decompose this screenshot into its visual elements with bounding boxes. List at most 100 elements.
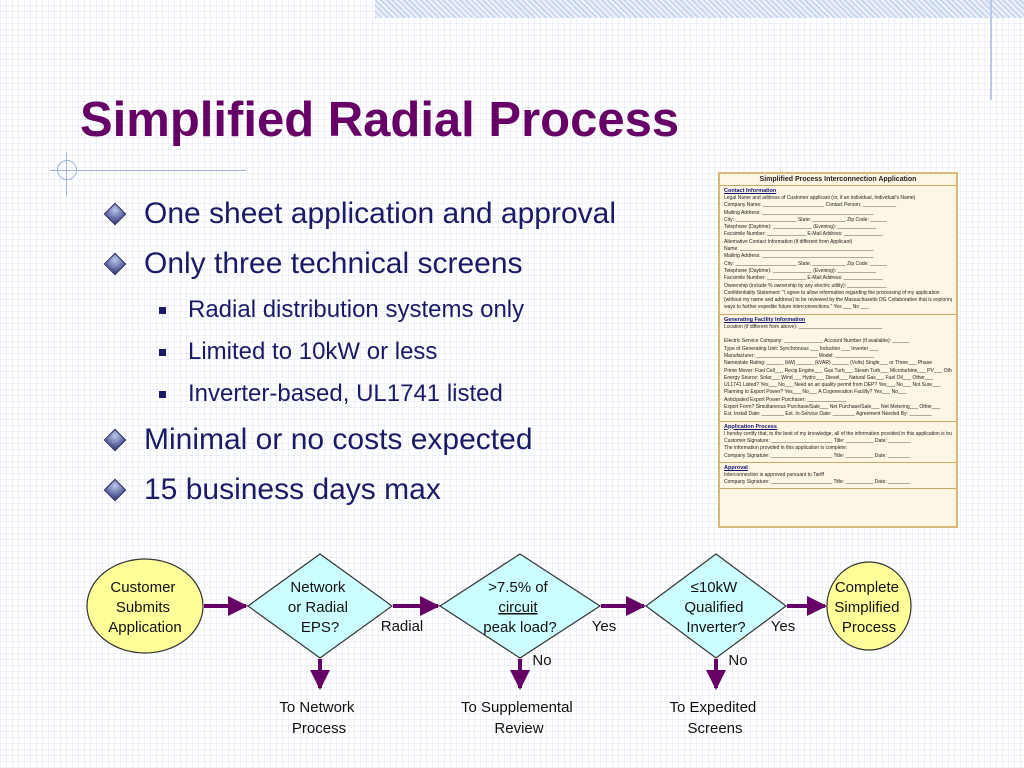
sub-bullet-text: Radial distribution systems only [188,296,525,323]
square-bullet-icon [159,349,166,356]
decision2-line: circuit [498,599,538,616]
start-label-line: Submits [116,599,170,616]
bullet-item: One sheet application and approval [103,196,694,246]
outcome-supplemental-review: To Supplemental Review [461,699,577,737]
form-row: Planning to Export Power? Yes___ No___ A… [724,389,907,396]
bullet-text: 15 business days max [144,473,441,506]
form-section-heading: Generating Facility Information [724,316,806,323]
sub-bullet-item: Limited to 10kW or less [104,338,694,380]
decision2-line: peak load? [483,619,556,636]
decision1-label: Network or Radial EPS? [288,579,352,636]
form-row: Alternative Contact Information (if diff… [724,238,853,245]
form-section-heading: Contact Information [724,188,777,194]
slide-title: Simplified Radial Process [80,93,680,147]
diamond-bullet-icon [103,202,127,226]
form-row: Ownership (include % ownership by any el… [724,282,887,289]
form-row: Legal Name and address of Customer appli… [724,195,916,201]
form-row: Facsimile Number: ______________ E-Mail … [724,231,883,238]
form-row: ways to further expedite future intercon… [724,304,869,311]
form-row: I hereby certify that, to the best of my… [724,430,952,437]
edge-label-radial: Radial [381,618,424,635]
decision1-line: or Radial [288,599,348,616]
decorative-vertical-line [990,0,992,100]
bullet-item: 15 business days max [103,472,694,522]
form-row: Electric Service Company: ______________… [724,338,910,345]
form-row: The information provided in this applica… [724,445,848,452]
end-node [826,561,912,651]
form-row: Export Form? Simultaneous Purchase/Sale_… [724,404,941,411]
form-row: Anticipated Export Power Purchaser: ____… [724,396,847,403]
bullet-text: Minimal or no costs expected [144,423,533,456]
form-row: City: ______________________ State: ____… [724,216,887,223]
end-node-label: Complete Simplified Process [834,579,903,636]
diamond-bullet-icon [103,478,127,502]
form-row: Est. Install Date: ________ Est. In-Serv… [724,411,932,418]
form-row: Telephone (Daytime): ______________ (Eve… [724,267,877,274]
edge-label-yes: Yes [592,618,616,635]
bullet-list: One sheet application and approval Only … [103,196,694,522]
edge-label-no: No [728,652,747,669]
outcome-line: Screens [687,720,742,737]
form-section-heading: Application Process [724,423,777,430]
sub-bullet-item: Inverter-based, UL1741 listed [104,380,694,422]
form-row: Company Name: ______________________ Con… [724,202,897,209]
start-node-label: Customer Submits Application [108,579,181,636]
form-row: Nameplate Rating: ______ (kW) ______ (kV… [724,360,932,367]
end-label-line: Process [842,619,896,636]
outcome-line: Process [292,720,346,737]
start-node [86,558,204,654]
decision3-label: ≤10kW Qualified Inverter? [684,579,747,636]
square-bullet-icon [159,307,166,314]
form-row: Facsimile Number: ______________ E-Mail … [724,275,883,282]
outcome-line: To Network [279,699,355,716]
start-label-line: Customer [110,579,175,596]
sub-bullet-text: Limited to 10kW or less [188,338,438,365]
bullet-text: Only three technical screens [144,247,523,280]
form-row: Manufacturer: ______________________ Mod… [724,352,875,359]
form-title: Simplified Process Interconnection Appli… [720,174,956,186]
diamond-bullet-icon [103,252,127,276]
form-row: (without my name and address) to be revi… [724,297,952,304]
form-row: Telephone (Daytime): ______________ (Eve… [724,224,877,231]
edge-label-no: No [532,652,551,669]
form-row: Prime Mover: Fuel Cell___ Recip Engine__… [724,367,952,374]
form-row [724,331,952,338]
form-row: UL1741 Listed? Yes___ No___ Need an air … [724,382,941,389]
outcome-line: To Expedited [670,699,757,716]
outcome-line: To Supplemental [461,699,573,716]
decision-qualified-inverter [644,553,788,659]
form-row: Confidentiality Statement: "I agree to a… [724,289,940,296]
decision1-line: EPS? [301,619,339,636]
form-row: Mailing Address: _______________________… [724,209,874,216]
decision3-line: Inverter? [686,619,745,636]
form-row: Company Signature: _____________________… [724,479,911,486]
form-row: Interconnection is approved pursuant to … [724,471,824,478]
bullet-text: One sheet application and approval [144,197,617,230]
decision3-line: Qualified [684,599,743,616]
decorative-horizontal-line [50,170,246,171]
edge-label-yes: Yes [771,618,795,635]
application-form-image: Simplified Process Interconnection Appli… [718,172,958,528]
diamond-bullet-icon [103,428,127,452]
decision3-line: ≤10kW [691,579,738,596]
sub-bullet-item: Radial distribution systems only [104,296,694,338]
decision-peak-load [438,553,602,659]
decision2-line: >7.5% of [488,579,548,596]
form-row: Location (if different from above): ____… [724,323,883,330]
crosshair-line [66,152,67,196]
outcome-expedited-screens: To Expedited Screens [670,699,761,737]
outcome-line: Review [494,720,543,737]
decision2-label: >7.5% of circuit peak load? [483,579,556,636]
form-row: Name: __________________________________… [724,246,874,253]
form-row: Mailing Address: _______________________… [724,253,874,260]
sub-bullet-text: Inverter-based, UL1741 listed [188,380,503,407]
bullet-item: Minimal or no costs expected [103,422,694,472]
decision-network-radial [246,553,394,659]
crosshair-icon [57,160,77,180]
square-bullet-icon [159,391,166,398]
form-row: Company Signature: _____________________… [724,452,911,459]
process-flowchart: Customer Submits Application Network or … [86,553,912,737]
